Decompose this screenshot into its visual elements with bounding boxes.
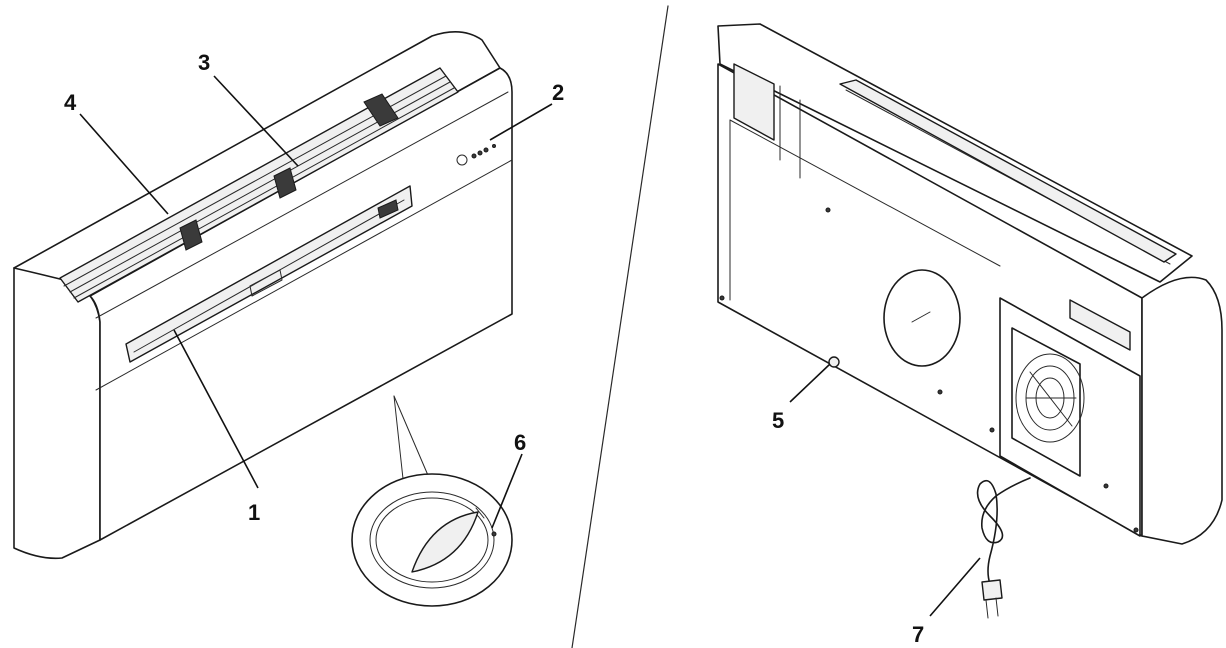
callout-7: 7 — [912, 622, 924, 647]
callout-2: 2 — [552, 80, 564, 105]
rear-view — [717, 23, 1223, 619]
leader-2 — [489, 103, 553, 141]
callout-4: 4 — [64, 90, 77, 115]
callout-1: 1 — [248, 500, 260, 525]
leader-7 — [929, 557, 981, 617]
leader-5 — [789, 363, 831, 403]
callout-5: 5 — [772, 408, 784, 433]
callouts: 1 2 3 4 5 6 7 — [64, 50, 924, 647]
leader-6 — [491, 453, 523, 529]
leader-4 — [79, 113, 169, 215]
callout-6: 6 — [514, 430, 526, 455]
leader-3 — [213, 75, 299, 167]
front-view — [13, 31, 513, 560]
leader-1 — [173, 329, 259, 489]
view-divider — [571, 5, 669, 648]
callout-3: 3 — [198, 50, 210, 75]
filter-detail-bubble — [351, 395, 513, 607]
leader-lines — [79, 75, 981, 617]
